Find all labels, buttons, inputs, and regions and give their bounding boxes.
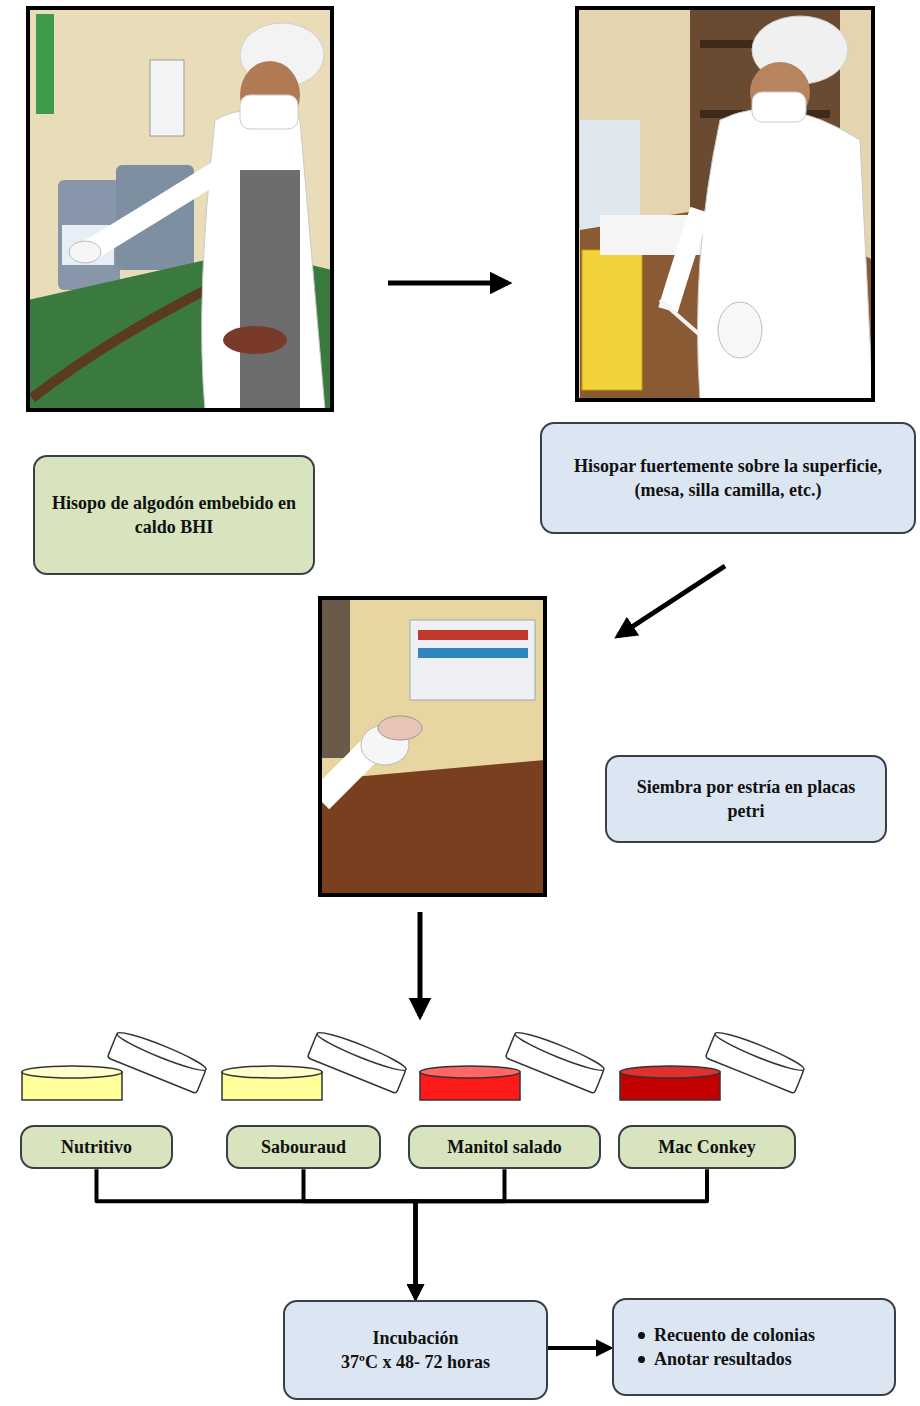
photo-glove [69,241,101,263]
step-label: Siembra por estría en placas petri [605,755,887,843]
photo-arm [668,210,700,310]
node-text: Anotar resultados [636,1347,792,1371]
flow-connector [304,1169,416,1298]
medium-label: Manitol salado [408,1125,601,1169]
photo-face [750,62,810,122]
dish-rim [620,1066,720,1078]
node-text: Hisopo de algodón embebido en caldo BHI [47,491,301,540]
flow-arrow [388,281,508,286]
photo-streak [320,598,545,895]
photo-door [320,598,350,758]
photo-frame [28,8,332,410]
photo-poster [410,620,535,700]
photo-dish [378,716,422,740]
flow-connector [416,1169,505,1298]
node-text: Sabouraud [261,1135,346,1159]
photo-mask [240,95,298,129]
step-label: Hisopo de algodón embebido en caldo BHI [33,455,315,575]
petri-dish [620,1028,806,1100]
photo-dish [223,326,287,354]
dish-rim [222,1066,322,1078]
medium-label: Mac Conkey [618,1125,796,1169]
photo-frame [577,8,873,400]
photo-poster [36,14,54,114]
dish-rim [22,1066,122,1078]
photo-shirt [240,170,300,410]
flow-connector [548,1346,610,1350]
photo-mask [752,92,806,122]
dish-lid-rim [713,1028,807,1075]
medium-label: Sabouraud [226,1125,381,1169]
result-box: Recuento de coloniasAnotar resultados [612,1298,896,1396]
node-text: Incubación [372,1326,458,1350]
step-label: Hisopar fuertemente sobre la superficie,… [540,422,916,534]
flow-arrow [618,566,725,636]
photo-coat [698,109,874,400]
flow-arrow [418,912,423,1016]
photo-poster-band [418,630,528,640]
photo-book [582,250,642,390]
photo-wall [320,598,545,895]
photo-surface [577,8,873,400]
node-text: 37ºC x 48- 72 horas [341,1350,490,1374]
flow-connector [416,1169,708,1298]
node-text: Siembra por estría en placas petri [619,775,873,824]
process-box: Incubación37ºC x 48- 72 horas [283,1300,548,1400]
photo-swab-stick [660,300,700,335]
photo-paper [150,60,184,136]
photo-glove [718,302,762,358]
dish-lid-rim [315,1028,409,1075]
photo-poster-band [418,648,528,658]
photo-frame [320,598,545,895]
dish-rim [420,1066,520,1078]
petri-dish [222,1028,408,1100]
photo-wall [28,8,332,410]
petri-dish [420,1028,606,1100]
node-text: Recuento de colonias [636,1323,815,1347]
photo-face [240,61,300,129]
petri-dish [22,1028,208,1100]
photo-coat [202,110,325,410]
node-text: Mac Conkey [658,1135,756,1159]
node-text: Manitol salado [447,1135,562,1159]
node-text: Nutritivo [61,1135,132,1159]
flow-connector [97,1169,416,1298]
photo-swab [28,8,332,410]
node-text: Hisopar fuertemente sobre la superficie,… [554,454,902,503]
photo-arm [90,170,220,250]
dish-lid-rim [513,1028,607,1075]
medium-label: Nutritivo [20,1125,173,1169]
dish-lid-rim [115,1028,209,1075]
photo-wall [577,8,873,400]
